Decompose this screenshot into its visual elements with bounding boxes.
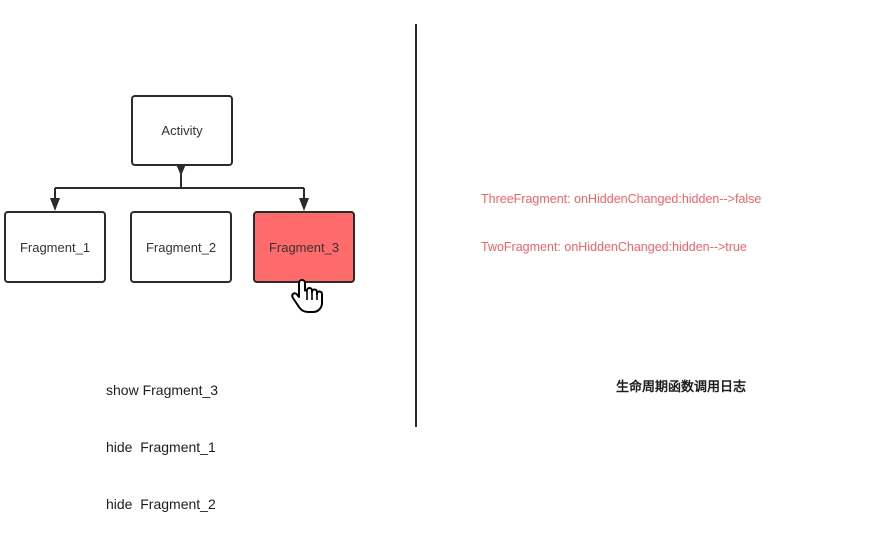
fragment-1-label: Fragment_1 xyxy=(19,239,91,255)
fragment-3-node[interactable]: Fragment_3 xyxy=(253,211,355,283)
operation-line: hide Fragment_1 xyxy=(106,439,216,455)
vertical-divider xyxy=(415,24,417,427)
operations-list: show Fragment_3 hide Fragment_1 hide Fra… xyxy=(106,343,218,533)
fragment-2-node: Fragment_2 xyxy=(130,211,232,283)
fragment-3-label: Fragment_3 xyxy=(268,239,340,255)
activity-node: Activity xyxy=(131,95,233,166)
arrowhead-fragment-1 xyxy=(50,198,60,211)
activity-label: Activity xyxy=(161,123,203,138)
log-line: ThreeFragment: onHiddenChanged:hidden-->… xyxy=(481,192,762,206)
operation-line: show Fragment_3 xyxy=(106,382,219,398)
log-line: TwoFragment: onHiddenChanged:hidden-->tr… xyxy=(481,240,747,254)
fragment-2-label: Fragment_2 xyxy=(145,239,217,255)
arrowhead-fragment-3 xyxy=(299,198,309,211)
arrowhead-up xyxy=(176,164,186,176)
hand-pointer-icon xyxy=(291,279,323,313)
operation-line: hide Fragment_2 xyxy=(106,496,216,512)
diagram-connectors xyxy=(50,164,309,211)
fragment-1-node: Fragment_1 xyxy=(4,211,106,283)
lifecycle-log: ThreeFragment: onHiddenChanged:hidden-->… xyxy=(481,159,761,271)
log-title: 生命周期函数调用日志 xyxy=(616,380,747,395)
